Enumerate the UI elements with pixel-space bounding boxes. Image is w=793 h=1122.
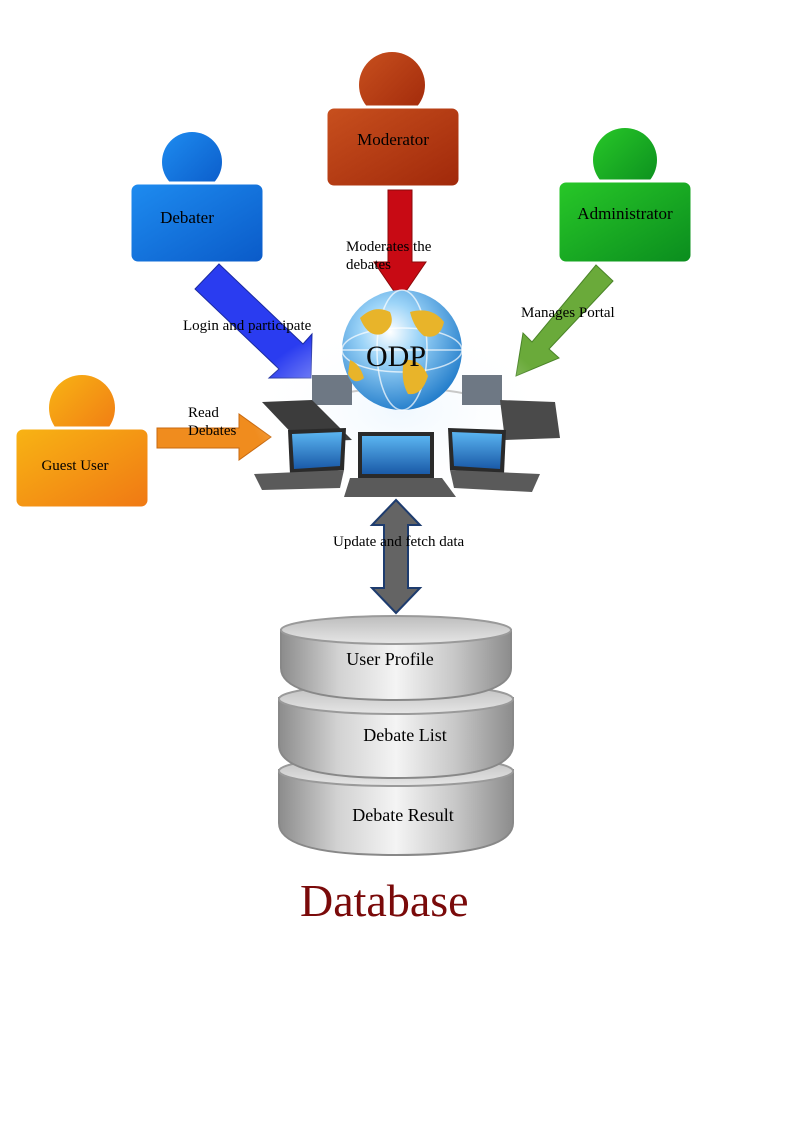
- guest-user-edge-label: Read Debates: [188, 405, 237, 439]
- odp-label: ODP: [366, 340, 427, 373]
- moderator-edge-label: Moderates the debates: [346, 239, 432, 273]
- administrator-label: Administrator: [577, 204, 673, 223]
- debater-actor: [128, 132, 266, 265]
- database-edge-label: Update and fetch data: [333, 534, 465, 550]
- guest-user-arrow: [156, 413, 272, 461]
- administrator-edge-label: Manages Portal: [521, 305, 615, 321]
- administrator-arrow: [515, 264, 614, 377]
- moderator-arrow: [373, 189, 427, 301]
- database-stack: [278, 615, 514, 857]
- db-layer-label-debate-result: Debate Result: [352, 805, 454, 825]
- database-arrow: [369, 498, 423, 615]
- database-layer: [280, 615, 512, 702]
- database-title: Database: [300, 875, 469, 926]
- globe-icon: [341, 289, 463, 411]
- guest-user-actor: [13, 375, 151, 510]
- odp-portal: [250, 289, 560, 500]
- administrator-actor: [556, 128, 694, 265]
- laptop-icon: [448, 428, 540, 492]
- debater-label: Debater: [160, 208, 214, 227]
- db-layer-label-user-profile: User Profile: [346, 649, 434, 669]
- db-layer-label-debate-list: Debate List: [363, 725, 447, 745]
- moderator-label: Moderator: [357, 130, 429, 149]
- laptop-icon: [462, 375, 560, 440]
- guest-user-label: Guest User: [41, 458, 109, 474]
- laptop-icon: [344, 432, 456, 497]
- debater-edge-label: Login and participate: [183, 318, 312, 334]
- laptop-icon: [254, 428, 346, 490]
- moderator-actor: [324, 52, 462, 189]
